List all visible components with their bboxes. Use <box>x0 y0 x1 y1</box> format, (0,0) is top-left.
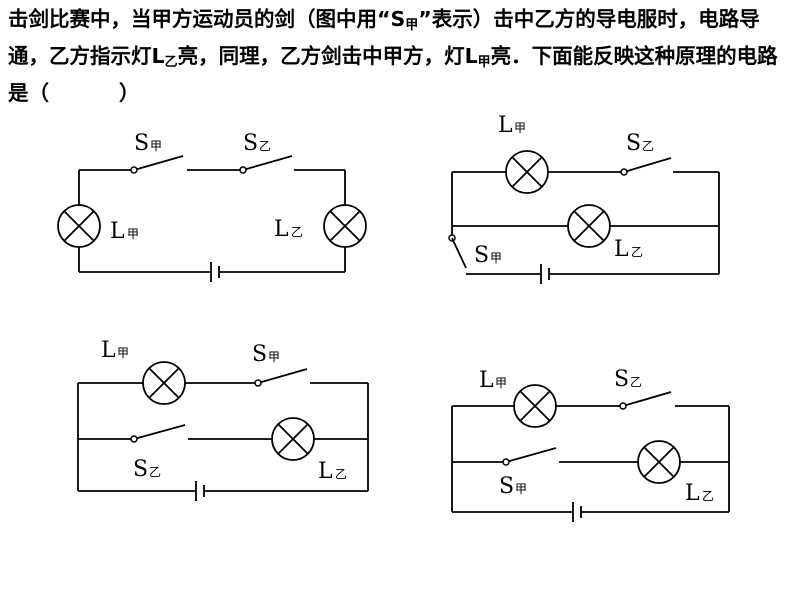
lamp-label-sub: 甲 <box>495 376 507 390</box>
switch-label-letter: S <box>133 457 148 482</box>
lamp-label-sub: 甲 <box>117 346 129 360</box>
switch-label-letter: S <box>474 243 489 268</box>
switch-label-letter: S <box>499 474 514 499</box>
lamp-label-sub: 乙 <box>631 245 643 259</box>
question-part: ） <box>119 81 140 105</box>
question-text: 击剑比赛中，当甲方运动员的剑（图中用“S甲”表示）击中乙方的导电服时，电路导通，… <box>8 4 796 108</box>
lamp-label-sub: 乙 <box>291 225 303 239</box>
lamp-jia <box>513 384 557 428</box>
lamp-label-letter: L <box>614 237 629 262</box>
switch-label-sub: 甲 <box>268 350 280 364</box>
circuit-b: L 甲 S 乙 S 甲 L 乙 <box>448 113 720 284</box>
switch-label-sub: 乙 <box>259 139 271 153</box>
question-part: 击剑比赛中，当甲方运动员的剑（图中用“S <box>8 7 406 31</box>
lamp-yi <box>323 204 367 248</box>
lamp-jia <box>505 150 549 194</box>
lamp-label-letter: L <box>274 217 289 242</box>
circuit-c: L 甲 S 甲 S 乙 L 乙 <box>77 338 369 501</box>
lamp-label-sub: 甲 <box>514 121 526 135</box>
switch-label-sub: 乙 <box>642 139 654 153</box>
lamp-yi <box>271 417 315 461</box>
lamp-label-letter: L <box>498 113 513 138</box>
subscript-yi: 乙 <box>164 55 178 70</box>
lamp-jia <box>142 361 186 405</box>
switch-label-letter: S <box>252 342 267 367</box>
question-part: ”表示）击中乙方的导电服时，电路导通，乙方指示灯L <box>8 7 760 68</box>
circuit-a: S 甲 S 乙 L 甲 L 乙 <box>57 131 367 282</box>
switch-label-sub: 甲 <box>490 251 502 265</box>
switch-label-sub: 乙 <box>149 465 161 479</box>
switch-label-letter: S <box>134 131 149 156</box>
lamp-label-sub: 甲 <box>127 227 139 241</box>
subscript-jia: 甲 <box>405 18 419 33</box>
lamp-jia <box>57 204 101 248</box>
lamp-label-letter: L <box>479 368 494 393</box>
question-part: 亮．下面能反映这种原理的电路是（ <box>8 44 778 105</box>
lamp-label-sub: 乙 <box>702 489 714 503</box>
lamp-label-letter: L <box>318 459 333 484</box>
circuit-d: L 甲 S 乙 S 甲 L 乙 <box>451 367 730 522</box>
switch-label-sub: 甲 <box>515 482 527 496</box>
question-part: 亮，同理，乙方剑击中甲方，灯L <box>177 44 478 68</box>
lamp-yi <box>637 440 681 484</box>
switch-label-letter: S <box>243 131 258 156</box>
subscript-jia: 甲 <box>477 55 491 70</box>
lamp-yi <box>567 204 611 248</box>
switch-label-sub: 乙 <box>630 375 642 389</box>
lamp-label-letter: L <box>110 219 125 244</box>
lamp-label-sub: 乙 <box>335 467 347 481</box>
switch-label-letter: S <box>626 131 641 156</box>
lamp-label-letter: L <box>685 481 700 506</box>
switch-label-letter: S <box>614 367 629 392</box>
lamp-label-letter: L <box>101 338 116 363</box>
switch-label-sub: 甲 <box>150 139 162 153</box>
